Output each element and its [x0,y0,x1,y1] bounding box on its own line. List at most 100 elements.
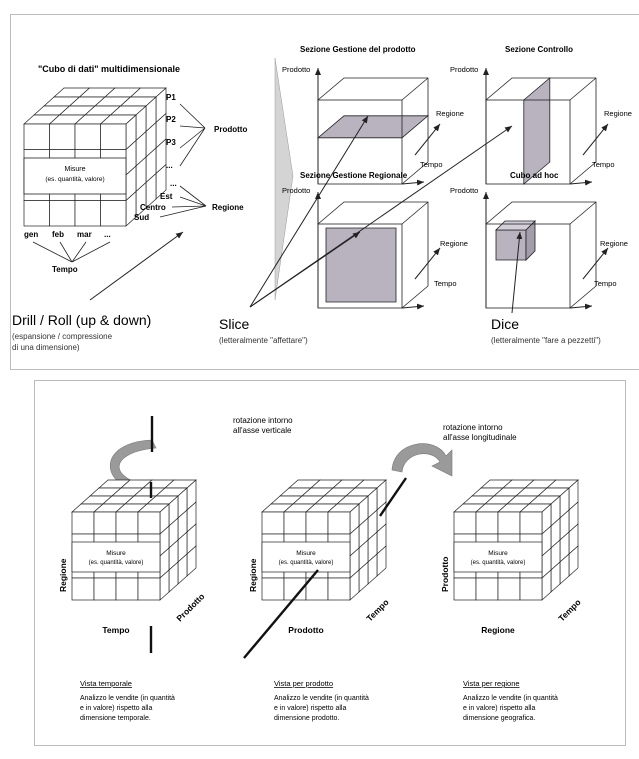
cube-block-front [305,511,329,535]
longitudinal-axis-top [379,477,407,517]
section-tempo-label: Tempo [592,160,615,169]
cube-block-front [93,577,117,601]
section-title: Sezione Gestione del prodotto [300,45,416,54]
left-axis-label: Regione [248,558,258,592]
cube-block-front [49,200,76,227]
rotation-measures-label: Misure [106,550,126,557]
month-more: ... [104,230,111,239]
diagonal-axis-label: Tempo [556,597,582,623]
drill-title: Drill / Roll (up & down) [12,312,151,328]
drill-arrow [89,231,184,301]
rotation-cube-blocks [71,479,197,601]
axis-regione [582,123,609,156]
cube-block-front [497,577,521,601]
axis-tempo [569,303,593,310]
section-tempo-label: Tempo [594,279,617,288]
cube-block-front [283,511,307,535]
rotation-cube-blocks [453,479,579,601]
section-prodotto-label: Prodotto [450,186,478,195]
view-title: Vista temporale [80,679,132,688]
drill-sub1: (espansione / compressione [12,332,113,341]
p3-label: P3 [166,138,176,147]
cube-block-front [100,123,127,150]
prodotto-brace [179,103,206,167]
diagonal-axis-label: Prodotto [174,591,206,623]
cube-block-front [49,123,76,150]
dice-cube-front [495,229,527,261]
axis-tempo [569,179,593,186]
month-gen: gen [24,230,38,239]
cube-block-front [71,511,95,535]
view-line: e in valore) rispetto alla [274,705,346,712]
section-prodotto-label: Prodotto [282,186,310,195]
rotation-measures-example: (es. quantità, valore) [279,560,334,566]
vertical-slice [523,77,551,185]
rotation-measures-example: (es. quantità, valore) [89,560,144,566]
expand-triangle [274,57,294,301]
rotation-measures-label: Misure [296,550,316,557]
sud-label: Sud [134,213,149,222]
prodotto-label: Prodotto [214,125,247,134]
diagonal-axis-label: Tempo [364,597,390,623]
regione-label: Regione [212,203,244,212]
bottom-axis-label: Prodotto [288,625,323,635]
axis-tempo [401,179,425,186]
section-regione-label: Regione [440,239,468,248]
section-prodotto-label: Prodotto [450,65,478,74]
rotation-measures-label: Misure [488,550,508,557]
horizontal-slice [316,115,430,139]
section-title: Sezione Gestione Regionale [300,171,408,180]
cube-block-front [137,577,161,601]
section-title: Cubo ad hoc [510,171,559,180]
p-more-label: ... [166,161,173,170]
cube-block-front [74,200,101,227]
view-line: Analizzo le vendite (in quantità [274,695,369,702]
measures-box [23,157,127,195]
cube-block-front [475,511,499,535]
section-prodotto-label: Prodotto [282,65,310,74]
front-slice [325,227,397,303]
cube-block-front [115,511,139,535]
month-feb: feb [52,230,64,239]
view-line: dimensione geografica. [463,715,535,722]
axis-regione [582,247,609,280]
axis-regione [414,247,441,280]
view-line: e in valore) rispetto alla [80,705,152,712]
slice-title: Slice [219,316,250,332]
cube-block-front [327,511,351,535]
section-regione-label: Regione [604,109,632,118]
view-line: dimensione prodotto. [274,715,339,722]
cube-block-front [137,511,161,535]
view-line: Analizzo le vendite (in quantità [463,695,558,702]
rot-vertical-line2: all'asse verticale [233,426,292,435]
rotation-cube-blocks [261,479,387,601]
cube-rotation-panel [34,380,626,746]
view-line: dimensione temporale. [80,715,151,722]
measures-label: Misure [64,166,85,173]
cube-block-front [519,511,543,535]
axis-regione [414,123,441,156]
est-label: Est [160,192,173,201]
rotation-cube-1: Misure(es. quantità, valore)RegioneTempo… [58,479,206,635]
longitudinal-rotation-arrow-icon [391,443,453,477]
cube-block-front [327,577,351,601]
cube-block-front [497,511,521,535]
section-boxes: Sezione Gestione del prodottoProdottoReg… [282,45,632,310]
view-title: Vista per regione [463,679,520,688]
tempo-label: Tempo [52,265,78,274]
cube-block-front [71,577,95,601]
rotation-measures-box [453,541,543,573]
dice-arrow [511,231,523,314]
drill-sub2: di una dimensione) [12,343,80,352]
cube-block-front [453,511,477,535]
bottom-axis-label: Tempo [102,625,129,635]
dice-sub: (letteralmente "fare a pezzetti") [491,336,601,345]
cube-block-front [261,511,285,535]
region-more-label: ... [170,179,177,188]
section-box-1: Sezione Gestione del prodottoProdottoReg… [282,45,464,186]
cube-block-front [23,123,50,150]
axis-tempo [401,303,425,310]
